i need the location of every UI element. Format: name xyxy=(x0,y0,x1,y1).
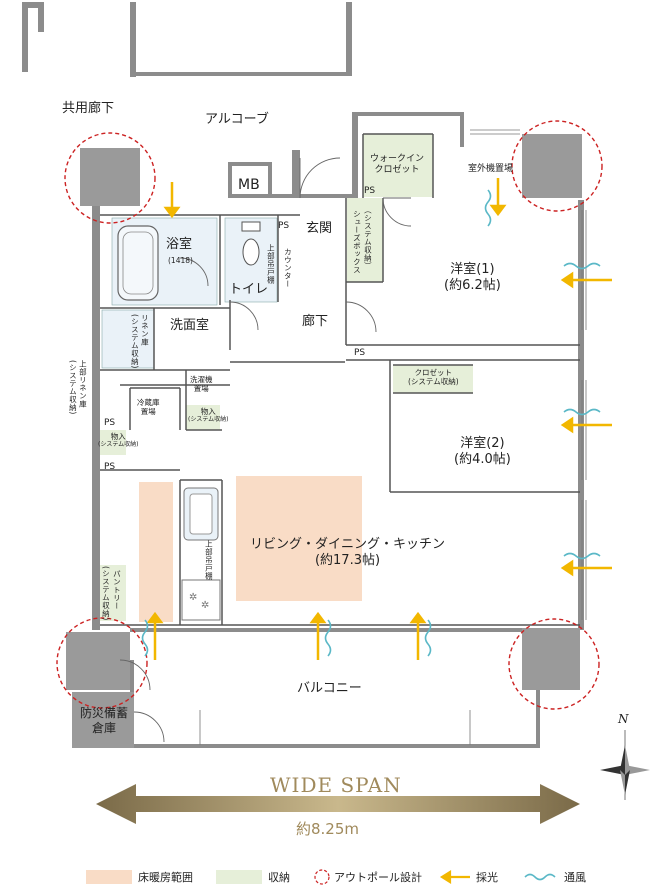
toilet-bowl xyxy=(242,238,260,266)
interior-walls xyxy=(100,133,580,626)
legend-wind-icon xyxy=(524,873,556,881)
label-corridor: 廊下 xyxy=(302,314,329,329)
label-balcony: バルコニー xyxy=(297,681,362,696)
compass-icon xyxy=(600,730,650,800)
label-counter: カウンター xyxy=(283,248,293,288)
label-disaster-storage: 防災備蓄倉庫 xyxy=(80,706,129,735)
label-washer: 洗濯機置場 xyxy=(190,375,213,394)
label-storage-b: 物入(システム収納) xyxy=(98,432,139,449)
door-swings xyxy=(119,157,412,743)
label-western2: 洋室(2)(約4.0帖) xyxy=(454,436,511,468)
label-western1: 洋室(1)(約6.2帖) xyxy=(444,262,501,294)
label-mb: MB xyxy=(238,177,260,193)
legend-label-heating: 床暖房範囲 xyxy=(138,871,193,884)
label-linen-note: (システム収納) xyxy=(130,314,140,369)
label-upper-linen: 上部リネン庫 xyxy=(78,360,88,408)
label-ps-2: PS xyxy=(278,221,290,231)
legend-label-storage: 収納 xyxy=(268,871,290,884)
svg-text:✲: ✲ xyxy=(189,592,197,603)
label-bath: 浴室 xyxy=(166,237,193,252)
structural-columns xyxy=(66,134,582,748)
legend-label-wind: 通風 xyxy=(564,871,586,884)
label-ps-1: PS xyxy=(364,186,376,196)
label-washroom: 洗面室 xyxy=(170,318,210,333)
label-upper-cabinet-b: 上部吊戸棚 xyxy=(204,540,214,580)
label-upper-linen-note: (システム収納) xyxy=(68,360,78,415)
label-bath-size: (1418) xyxy=(168,256,193,265)
label-fridge: 冷蔵庫置場 xyxy=(137,398,160,417)
label-storage-a: 物入(システム収納) xyxy=(188,407,229,424)
wide-span-value: 約8.25m xyxy=(296,820,360,838)
wide-span-title: WIDE SPAN xyxy=(270,773,402,797)
compass-north-label: N xyxy=(618,712,629,726)
legend-label-light: 採光 xyxy=(476,871,498,884)
legend-label-outpole: アウトポール設計 xyxy=(334,871,422,884)
label-ldk: リビング・ダイニング・キッチン(約17.3帖) xyxy=(250,537,446,569)
label-linen: リネン庫 xyxy=(140,314,150,346)
windows xyxy=(199,129,587,745)
outpole-circles xyxy=(56,120,603,710)
wide-span-arrow xyxy=(96,784,580,824)
label-shoebox: シューズボックス xyxy=(352,210,362,274)
label-pantry: パントリー xyxy=(112,570,122,610)
label-common-corridor: 共用廊下 xyxy=(62,101,115,116)
label-toilet: トイレ xyxy=(229,282,269,297)
label-pantry-note: (システム収納) xyxy=(101,566,111,621)
label-upper-cabinet-a: 上部吊戸棚 xyxy=(266,244,276,284)
kitchen-stove xyxy=(181,579,221,621)
floor-heating-area-kitchen xyxy=(139,482,173,622)
legend-swatch-heating xyxy=(86,870,132,884)
light-arrows xyxy=(146,178,612,660)
bathtub xyxy=(117,225,159,301)
label-ps-3: PS xyxy=(354,348,366,358)
label-walkin-closet: ウォークインクロゼット xyxy=(370,154,425,176)
label-alcove: アルコーブ xyxy=(205,112,269,127)
floor-heating-area-living xyxy=(236,476,362,601)
label-outdoor-unit: 室外機置場 xyxy=(468,164,514,174)
legend-light-icon xyxy=(439,870,470,884)
label-ps-4: PS xyxy=(104,418,116,428)
label-entrance: 玄関 xyxy=(306,221,333,236)
ventilation-waves xyxy=(141,189,601,657)
label-closet: クロゼット(システム収納) xyxy=(408,368,459,387)
legend-swatch-storage xyxy=(216,870,262,884)
label-ps-5: PS xyxy=(104,462,116,472)
label-shoebox-note: （システム収納） xyxy=(363,206,373,270)
legend-outpole-icon xyxy=(314,869,330,885)
svg-text:✲: ✲ xyxy=(201,600,209,611)
